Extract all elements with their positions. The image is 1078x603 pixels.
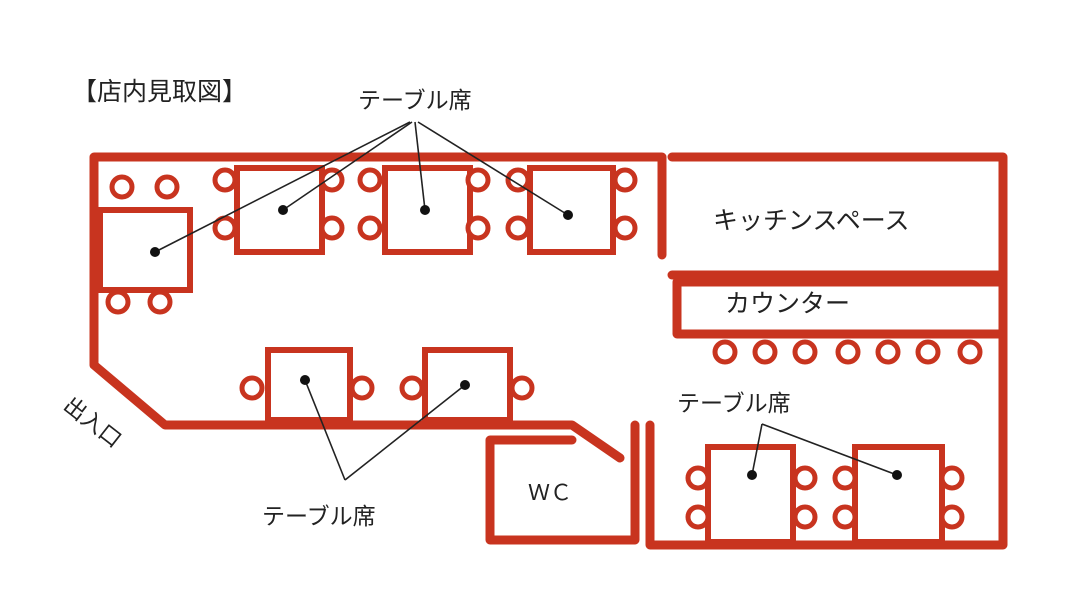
table-dots — [150, 205, 902, 480]
leader-lines — [154, 121, 898, 481]
counter — [672, 277, 1005, 339]
plan-title: 【店内見取図】 — [72, 77, 247, 106]
label-table-seats-right: テーブル席 — [677, 391, 791, 417]
label-entrance: 出入口 — [58, 393, 125, 453]
label-wc: ＷＣ — [528, 481, 572, 506]
label-table-seats-bottom: テーブル席 — [262, 504, 376, 530]
label-table-seats-top: テーブル席 — [358, 88, 472, 114]
chairs — [105, 167, 983, 530]
label-counter: カウンター — [725, 289, 850, 318]
walls — [89, 152, 1008, 550]
label-kitchen: キッチンスペース — [713, 206, 910, 235]
